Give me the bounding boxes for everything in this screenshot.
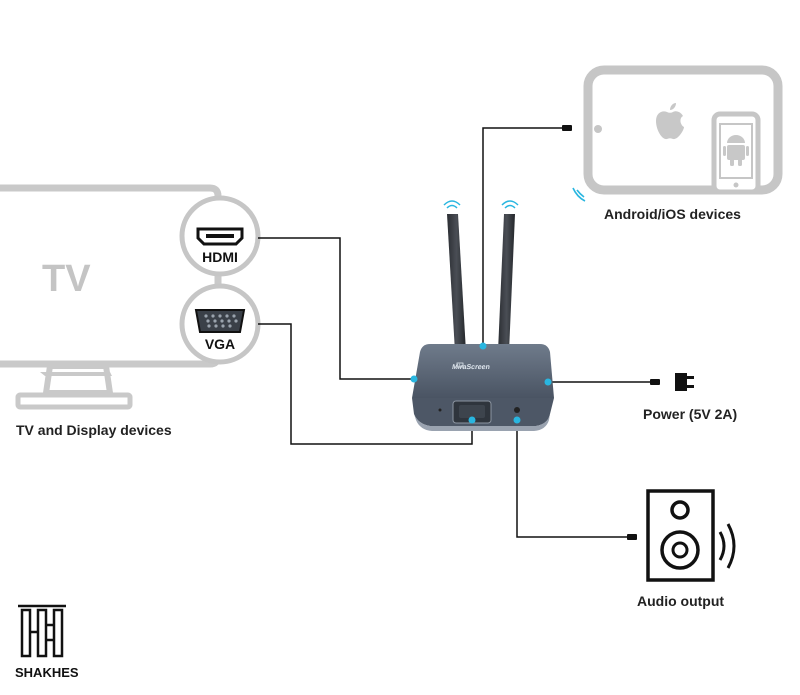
speaker-icon xyxy=(646,489,736,582)
hdmi-port xyxy=(179,195,261,277)
android-logo-icon xyxy=(723,135,749,166)
brand-name: SHAKHES xyxy=(15,665,79,680)
mirascreen-receiver xyxy=(412,344,554,431)
vga-port xyxy=(179,283,261,365)
tablet-and-phone xyxy=(572,65,783,202)
antennas xyxy=(443,200,519,352)
hdmi-connector-icon xyxy=(196,227,244,246)
cable-plugs xyxy=(562,125,660,540)
tv-caption: TV and Display devices xyxy=(16,422,172,438)
device-name: MiraScreen xyxy=(451,364,491,371)
hdmi-label: HDMI xyxy=(202,249,238,265)
tablet-caption: Android/iOS devices xyxy=(604,206,741,222)
connection-wires xyxy=(258,127,652,538)
antenna-signal-icon xyxy=(443,200,519,209)
power-plug-icon xyxy=(675,373,694,391)
vga-label: VGA xyxy=(204,336,236,352)
apple-logo-icon xyxy=(656,103,684,140)
connector-dots xyxy=(410,342,552,424)
wifi-waves-icon xyxy=(572,187,586,202)
power-caption: Power (5V 2A) xyxy=(643,406,738,422)
tv-screen-text: TV xyxy=(42,258,91,300)
audio-caption: Audio output xyxy=(637,593,725,609)
brand-logo-icon xyxy=(18,604,66,658)
